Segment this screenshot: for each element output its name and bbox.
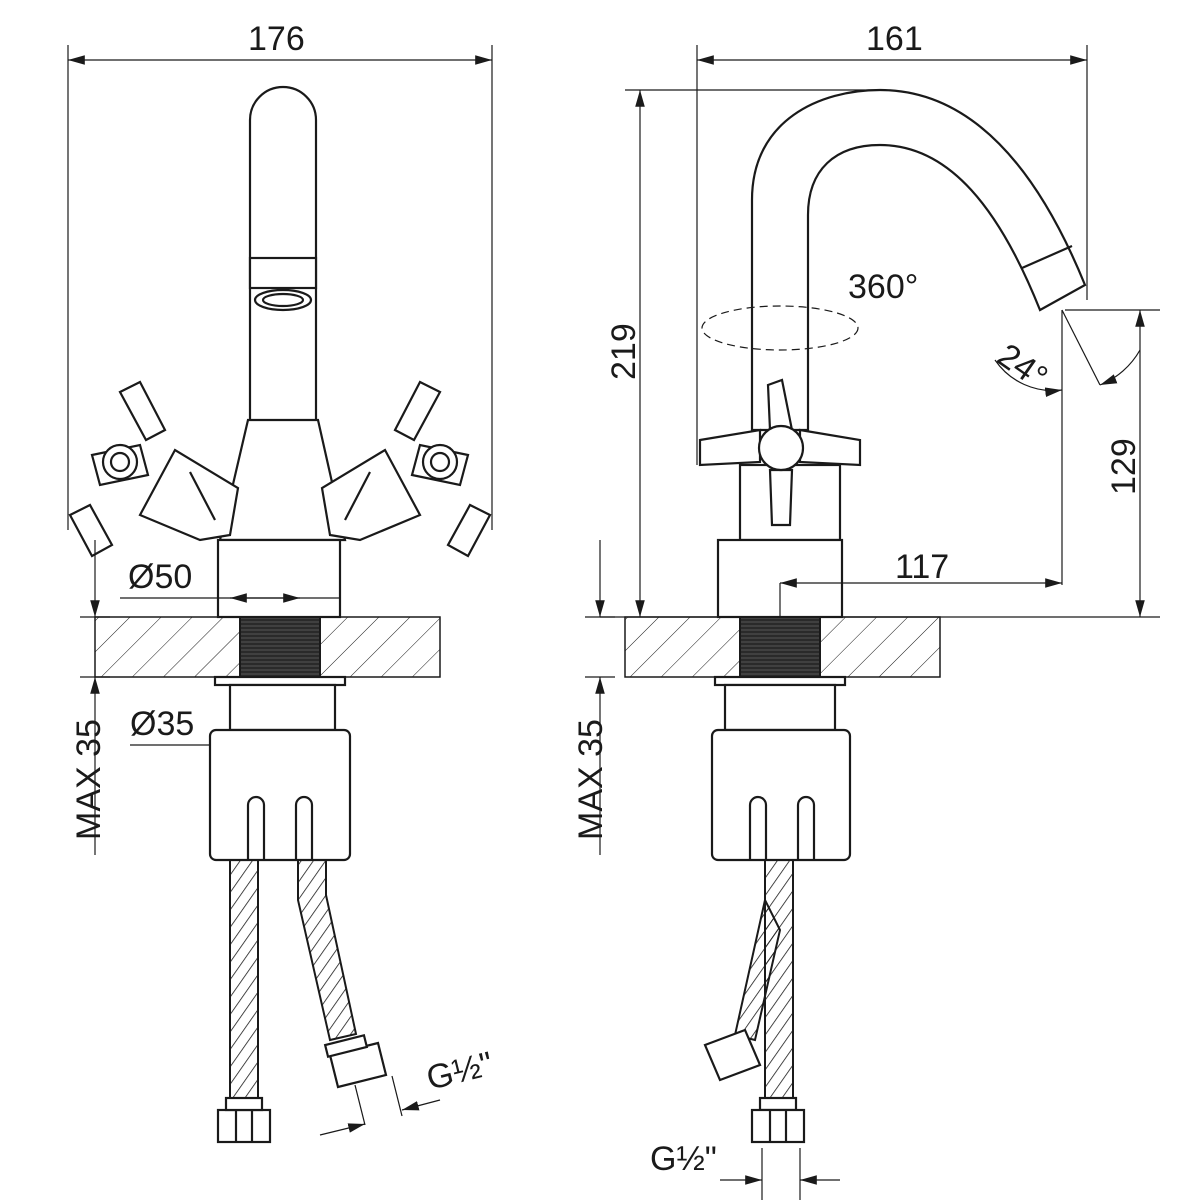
mounting-nut xyxy=(208,728,352,862)
width-label: 176 xyxy=(248,20,305,58)
aerator xyxy=(248,256,318,290)
hose-left xyxy=(229,859,259,1101)
hose-nut xyxy=(703,1028,762,1082)
angle-label: 24° xyxy=(990,336,1054,397)
shank-diameter-label: Ø35 xyxy=(130,705,194,743)
height-label: 219 xyxy=(605,323,643,380)
width-label: 161 xyxy=(866,20,923,58)
rotation-indicator xyxy=(701,305,859,351)
threaded-shank xyxy=(739,616,821,678)
spout xyxy=(750,88,1087,432)
hose-nut xyxy=(750,1108,806,1144)
hose-back xyxy=(733,897,782,1042)
thread-label: G½" xyxy=(423,1045,497,1098)
thread-label: G½" xyxy=(650,1140,717,1178)
front-view: 176 Ø50 Ø35 MAX 35 xyxy=(67,20,497,1144)
left-handle xyxy=(68,380,240,558)
side-view: 161 219 360° 24° 129 117 MAX 35 xyxy=(572,20,1160,1200)
spout xyxy=(248,85,318,427)
hose-nut xyxy=(216,1108,272,1144)
base-diameter-label: Ø50 xyxy=(128,558,192,596)
handle xyxy=(698,378,862,527)
hose-right xyxy=(297,859,358,1042)
mounting-nut xyxy=(710,728,852,862)
max-thickness-label: MAX 35 xyxy=(70,719,108,840)
max-thickness-label: MAX 35 xyxy=(572,719,610,840)
rotation-label: 360° xyxy=(848,268,918,306)
right-handle xyxy=(320,380,492,558)
spout-height-label: 129 xyxy=(1105,438,1143,495)
threaded-shank xyxy=(239,616,321,678)
reach-label: 117 xyxy=(895,548,949,586)
base xyxy=(216,538,342,619)
body xyxy=(218,418,347,542)
